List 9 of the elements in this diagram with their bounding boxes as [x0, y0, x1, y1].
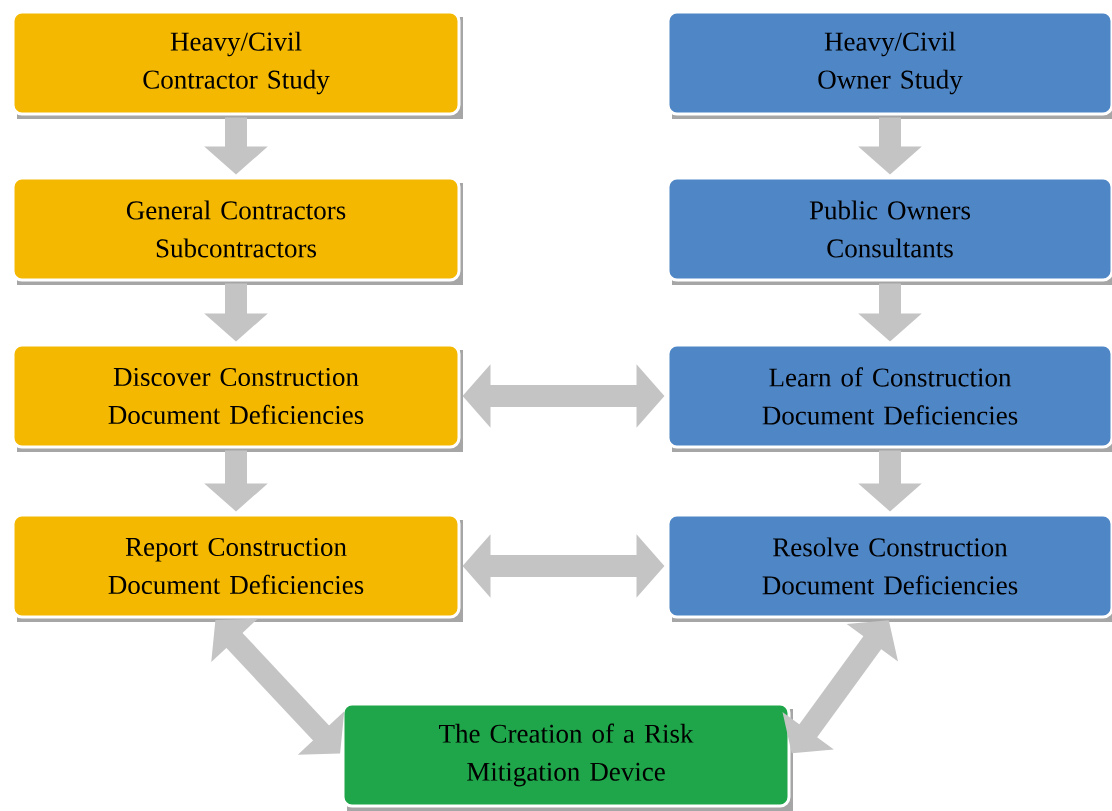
process-box: The Creation of a Risk Mitigation Device: [341, 702, 793, 811]
process-box: Heavy/Civil Owner Study: [666, 10, 1112, 119]
process-box: Heavy/Civil Contractor Study: [11, 10, 463, 119]
process-box: Report Construction Document Deficiencies: [11, 513, 463, 622]
process-box: Public Owners Consultants: [666, 176, 1112, 285]
process-box: Resolve Construction Document Deficiencies: [666, 513, 1112, 622]
process-box: Learn of Construction Document Deficiencies: [666, 343, 1112, 452]
process-box: General Contractors Subcontractors: [11, 176, 463, 285]
process-box: Discover Construction Document Deficiencies: [11, 343, 463, 452]
